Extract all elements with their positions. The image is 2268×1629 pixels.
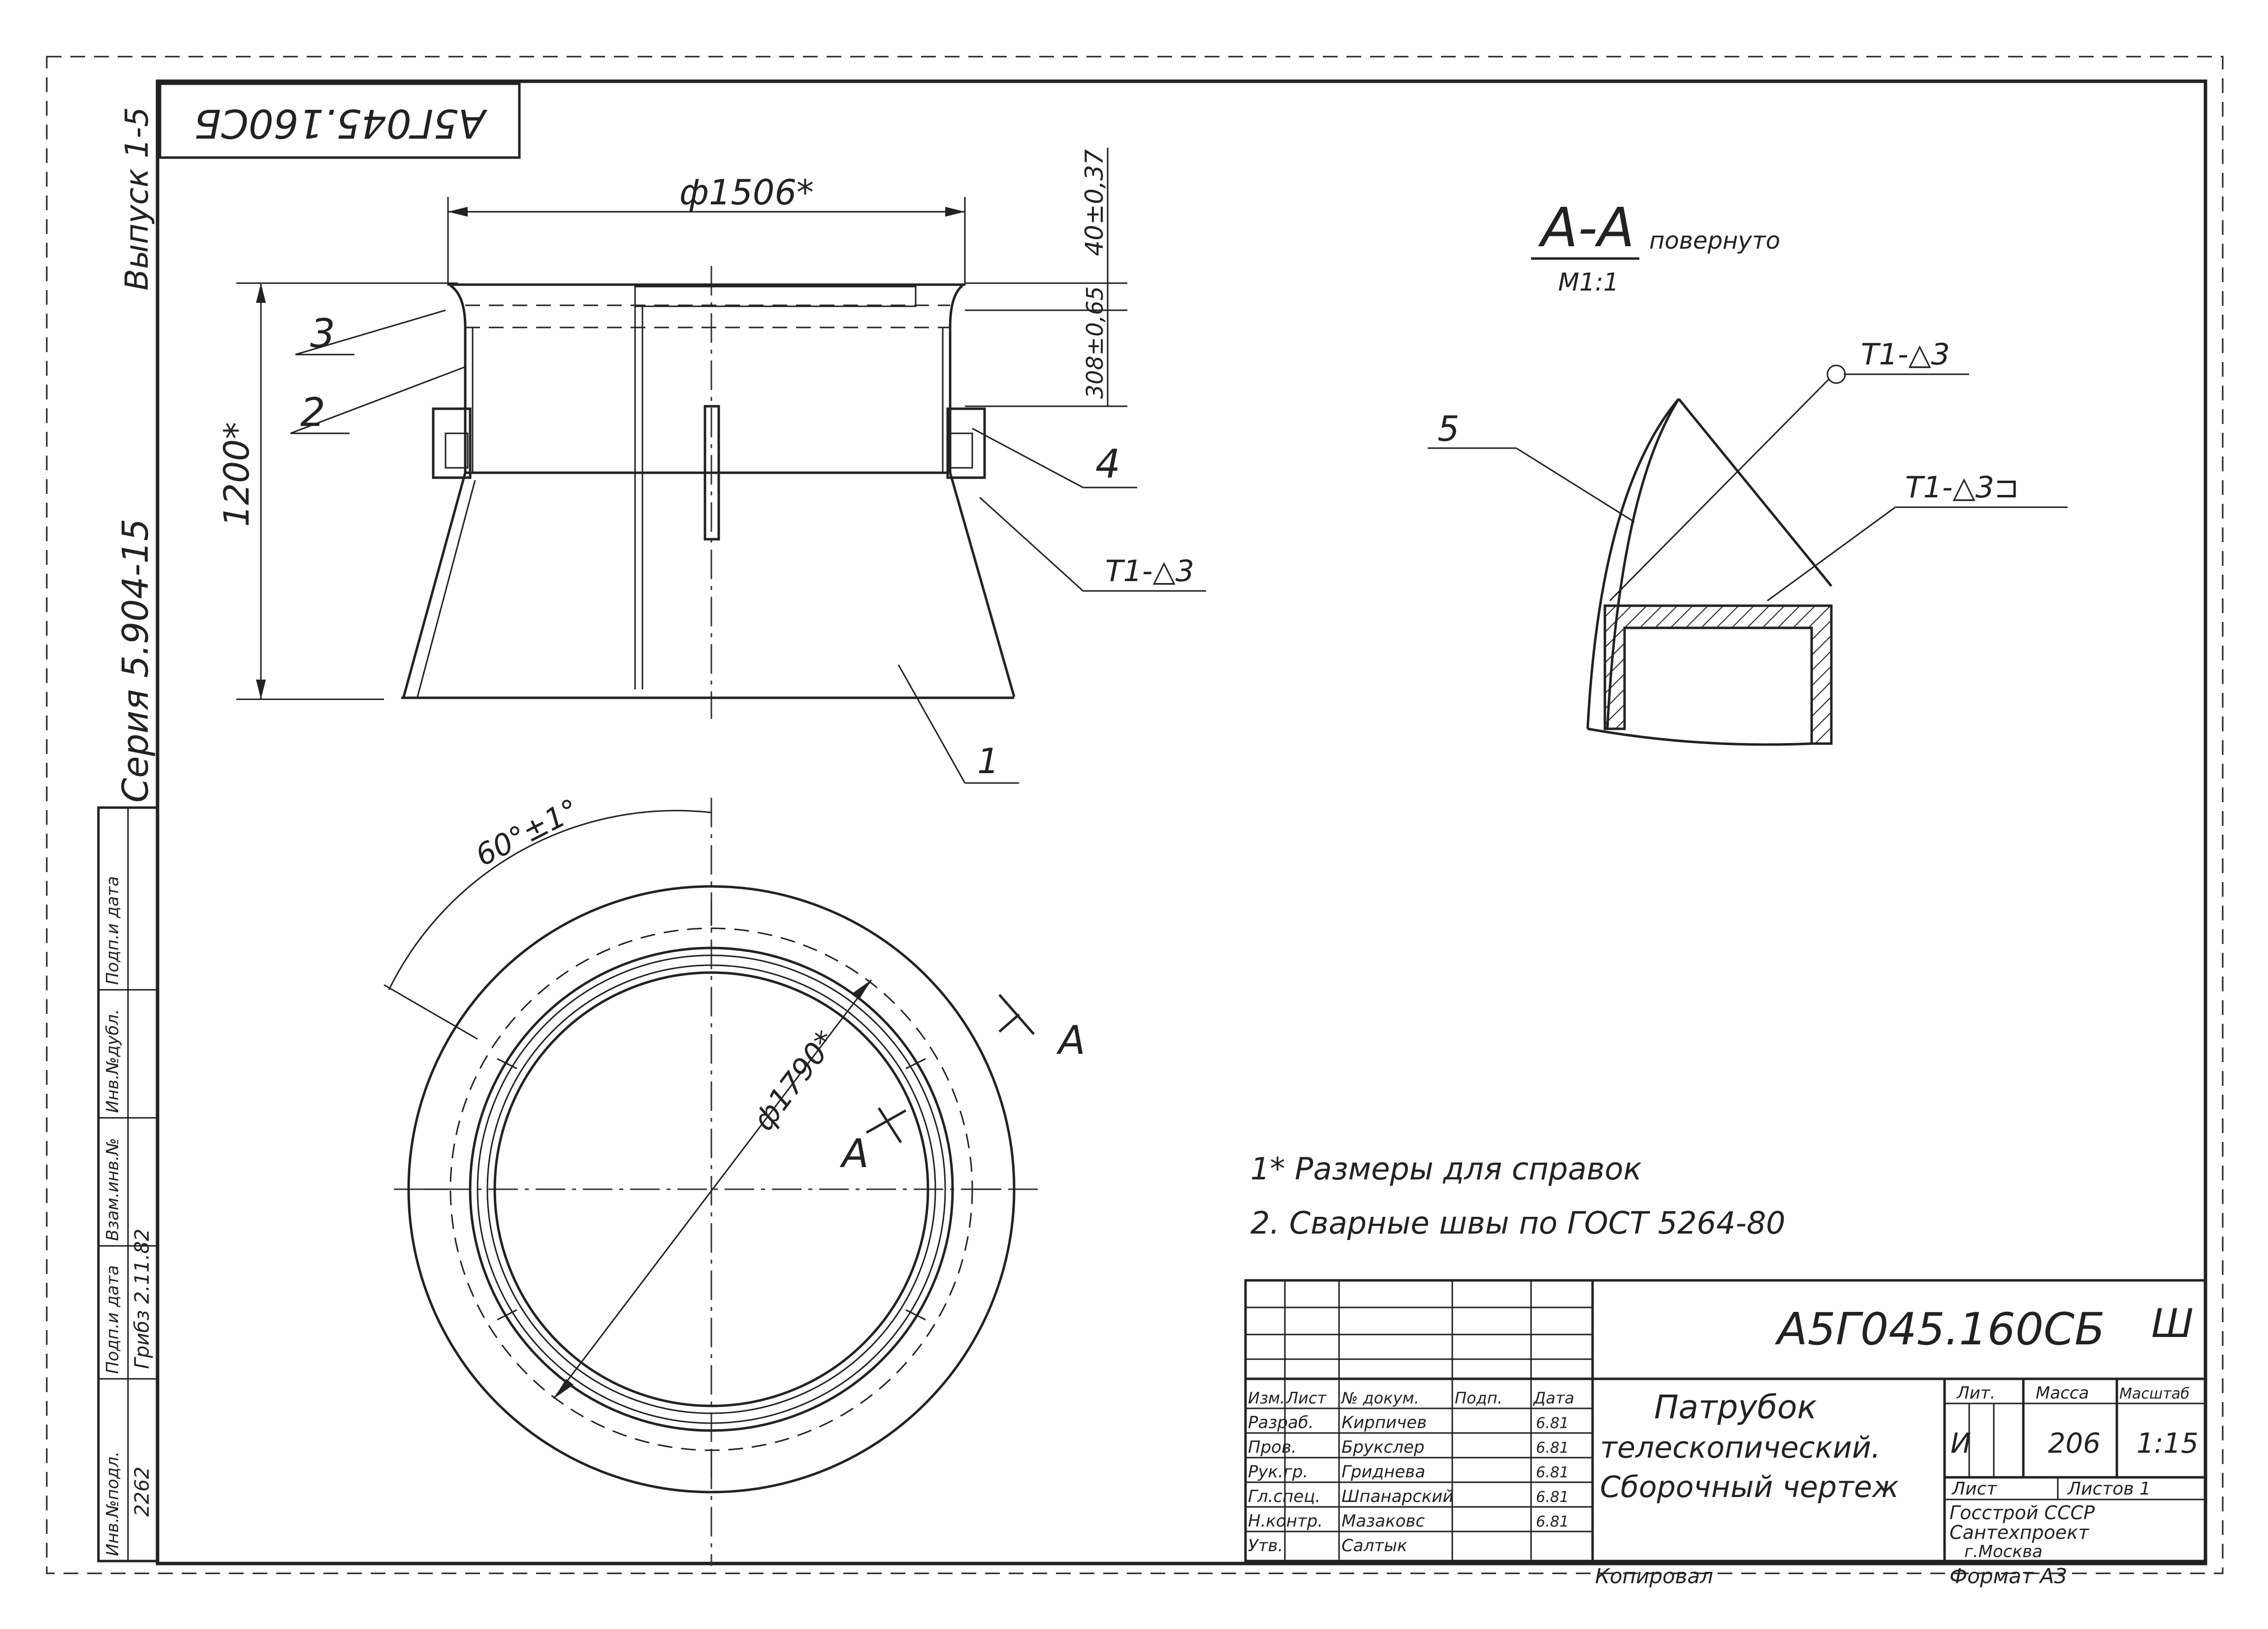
cut-mark-a-left: А <box>839 1131 869 1176</box>
dim-height: 1200* <box>217 422 257 527</box>
strip-header-4: Инв.№дубл. <box>103 1009 123 1113</box>
tb-scale-value: 1:15 <box>2137 1428 2199 1460</box>
strip-header-2: Подп.и дата <box>103 1265 123 1374</box>
strip-header-1: Инв.№подл. <box>103 1451 123 1556</box>
tb-designation: А5Г045.160СБ <box>1775 1303 2105 1355</box>
cut-mark-a-right: А <box>1056 1017 1086 1063</box>
callout-weld-main: Т1-△3 <box>1105 554 1194 588</box>
sheet-trim-line <box>46 56 2224 1574</box>
tb-role-3: Рук.гр. <box>1248 1462 1308 1482</box>
dim-right-second: 308±0,65 <box>1082 286 1108 399</box>
title-block: Изм. Лист № докум. Подп. Дата Разраб. Пр… <box>1244 1279 2207 1563</box>
tb-org-2: Сантехпроект <box>1949 1522 2090 1543</box>
tb-lit-label: Лит. <box>1956 1383 1995 1403</box>
callout-3: 3 <box>310 311 335 357</box>
angle-label: 60°±1° <box>470 792 584 873</box>
strip-value-inv: 2262 <box>131 1466 154 1517</box>
tb-col-date: Дата <box>1533 1389 1574 1407</box>
callout-4: 4 <box>1095 441 1120 487</box>
tb-date-2: 6.81 <box>1536 1439 1569 1457</box>
tb-date-1: 6.81 <box>1536 1415 1569 1432</box>
strip-header-5: Подп.и дата <box>103 876 123 985</box>
tb-role-2: Пров. <box>1248 1437 1297 1457</box>
tb-date-5: 6.81 <box>1536 1513 1569 1531</box>
tb-col-izm: Изм. <box>1248 1389 1285 1407</box>
section-view: А-А М1:1 повернуто 5 Т1-△3 Т1-△3⊐ <box>1428 196 2068 746</box>
section-callout-5: 5 <box>1437 409 1460 449</box>
elevation-view: ф1506* 1200* 40±0,37 308±0,65 <box>217 148 1206 784</box>
copied-label: Копировал <box>1595 1564 1713 1588</box>
tb-mass-value: 206 <box>2048 1428 2101 1460</box>
tb-role-1: Разраб. <box>1248 1413 1314 1433</box>
tb-org-1: Госстрой СССР <box>1949 1502 2095 1524</box>
tb-name-3: Гриднева <box>1342 1462 1425 1482</box>
section-weld-1: Т1-△3 <box>1861 337 1950 372</box>
plan-view: ф1790* 60°±1° А А <box>383 792 1086 1566</box>
tb-name-2: Брукслер <box>1342 1437 1425 1457</box>
tb-org-3: г.Москва <box>1964 1542 2043 1562</box>
note-1: 1* Размеры для справок <box>1250 1151 1642 1187</box>
top-stamp: А5Г045.160СБ <box>159 82 521 159</box>
tb-col-list: Лист <box>1286 1389 1327 1407</box>
tb-col-doc: № докум. <box>1341 1389 1419 1407</box>
tb-name-5: Мазаковс <box>1342 1511 1425 1531</box>
strip-value-sign: Грибз 2.11.82 <box>131 1229 154 1369</box>
note-2: 2. Сварные швы по ГОСТ 5264-80 <box>1250 1205 1786 1241</box>
tb-mass-label: Масса <box>2036 1383 2089 1403</box>
dim-diameter-top: ф1506* <box>679 172 814 213</box>
tb-name-line3: Сборочный чертеж <box>1600 1470 1899 1504</box>
callout-2: 2 <box>300 390 325 435</box>
tb-scale-label: Масштаб <box>2119 1385 2190 1402</box>
tb-role-4: Гл.спец. <box>1248 1487 1320 1506</box>
series-label: Серия 5.904-15 <box>115 519 156 803</box>
tb-role-6: Утв. <box>1248 1536 1283 1556</box>
left-strip-table: Инв.№подл. Подп.и дата Взам.инв.№ Инв.№д… <box>97 806 159 1563</box>
tb-date-4: 6.81 <box>1536 1489 1569 1506</box>
tb-role-5: Н.контр. <box>1248 1511 1323 1531</box>
tb-lit-value: И <box>1950 1428 1971 1460</box>
tb-name-6: Салтык <box>1342 1536 1407 1556</box>
top-stamp-text: А5Г045.160СБ <box>194 100 488 146</box>
tb-corner-mark: Ш <box>2151 1301 2194 1346</box>
dim-diameter-plan: ф1790* <box>746 1024 843 1137</box>
tb-name-4: Шпанарский <box>1342 1487 1454 1506</box>
dim-right-top: 40±0,37 <box>1080 149 1109 256</box>
tb-name-line1: Патрубок <box>1654 1388 1817 1426</box>
callout-1: 1 <box>977 741 999 782</box>
format-label: Формат А3 <box>1949 1564 2067 1588</box>
section-scale: М1:1 <box>1558 268 1619 296</box>
strip-header-3: Взам.инв.№ <box>103 1138 123 1241</box>
tb-date-3: 6.81 <box>1536 1464 1569 1481</box>
section-rotated: повернуто <box>1649 227 1780 255</box>
tb-col-sign: Подп. <box>1455 1389 1502 1407</box>
section-weld-2: Т1-△3⊐ <box>1905 470 2019 505</box>
section-title: А-А <box>1538 196 1634 259</box>
tb-name-1: Кирпичев <box>1342 1413 1427 1433</box>
issue-label: Выпуск 1-5 <box>119 107 156 291</box>
notes: 1* Размеры для справок 2. Сварные швы по… <box>1250 1151 1786 1241</box>
tb-name-line2: телескопический. <box>1600 1431 1881 1465</box>
tb-sheets-label: Листов 1 <box>2067 1479 2151 1499</box>
tb-sheet-label: Лист <box>1951 1479 1997 1499</box>
